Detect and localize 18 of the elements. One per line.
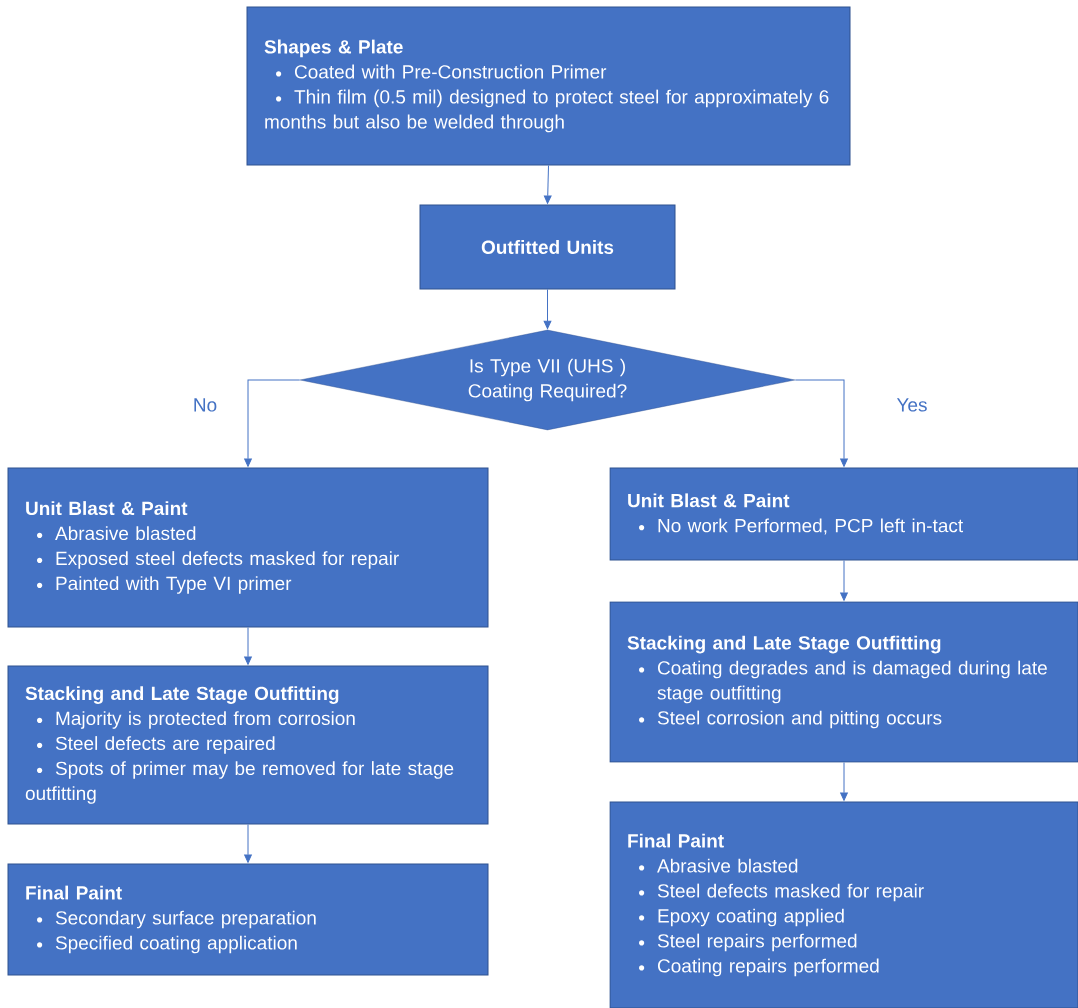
process-box: Final Paint Abrasive blasted Steel defects masked for repair Epoxy coating applied Steel repairs performed Coating repairs performed [609,801,1078,1008]
arrow [840,762,848,801]
process-box: Unit Blast & Paint Abrasive blasted Exposed steel defects masked for repair Painted with Type VI primer [7,467,489,628]
process-box: Outfitted Units [419,204,676,290]
arrow [840,560,848,601]
process-box: Stacking and Late Stage Outfitting Majority is protected from corrosion Steel defects are repaired Spots of primer may be removed for late stage outfitting [7,665,489,825]
process-box: Stacking and Late Stage Outfitting Coating degrades and is damaged during late stage outfitting Steel corrosion and pitting occurs [609,601,1078,763]
arrow [543,165,552,204]
process-box: Final Paint Secondary surface preparation Specified coating application [7,863,489,976]
arrow [244,824,252,863]
process-box: Unit Blast & Paint No work Performed, PCP left in-tact [609,467,1078,561]
process-box: Shapes & Plate Coated with Pre-Construction Primer Thin film (0.5 mil) designed to protect steel for approximately 6 months but also be welded through [246,6,851,166]
arrow [794,379,848,467]
arrow [543,289,552,330]
arrow [244,627,252,665]
edge-label: Yes [894,396,930,414]
arrow [244,379,301,467]
edge-label: No [190,396,220,414]
